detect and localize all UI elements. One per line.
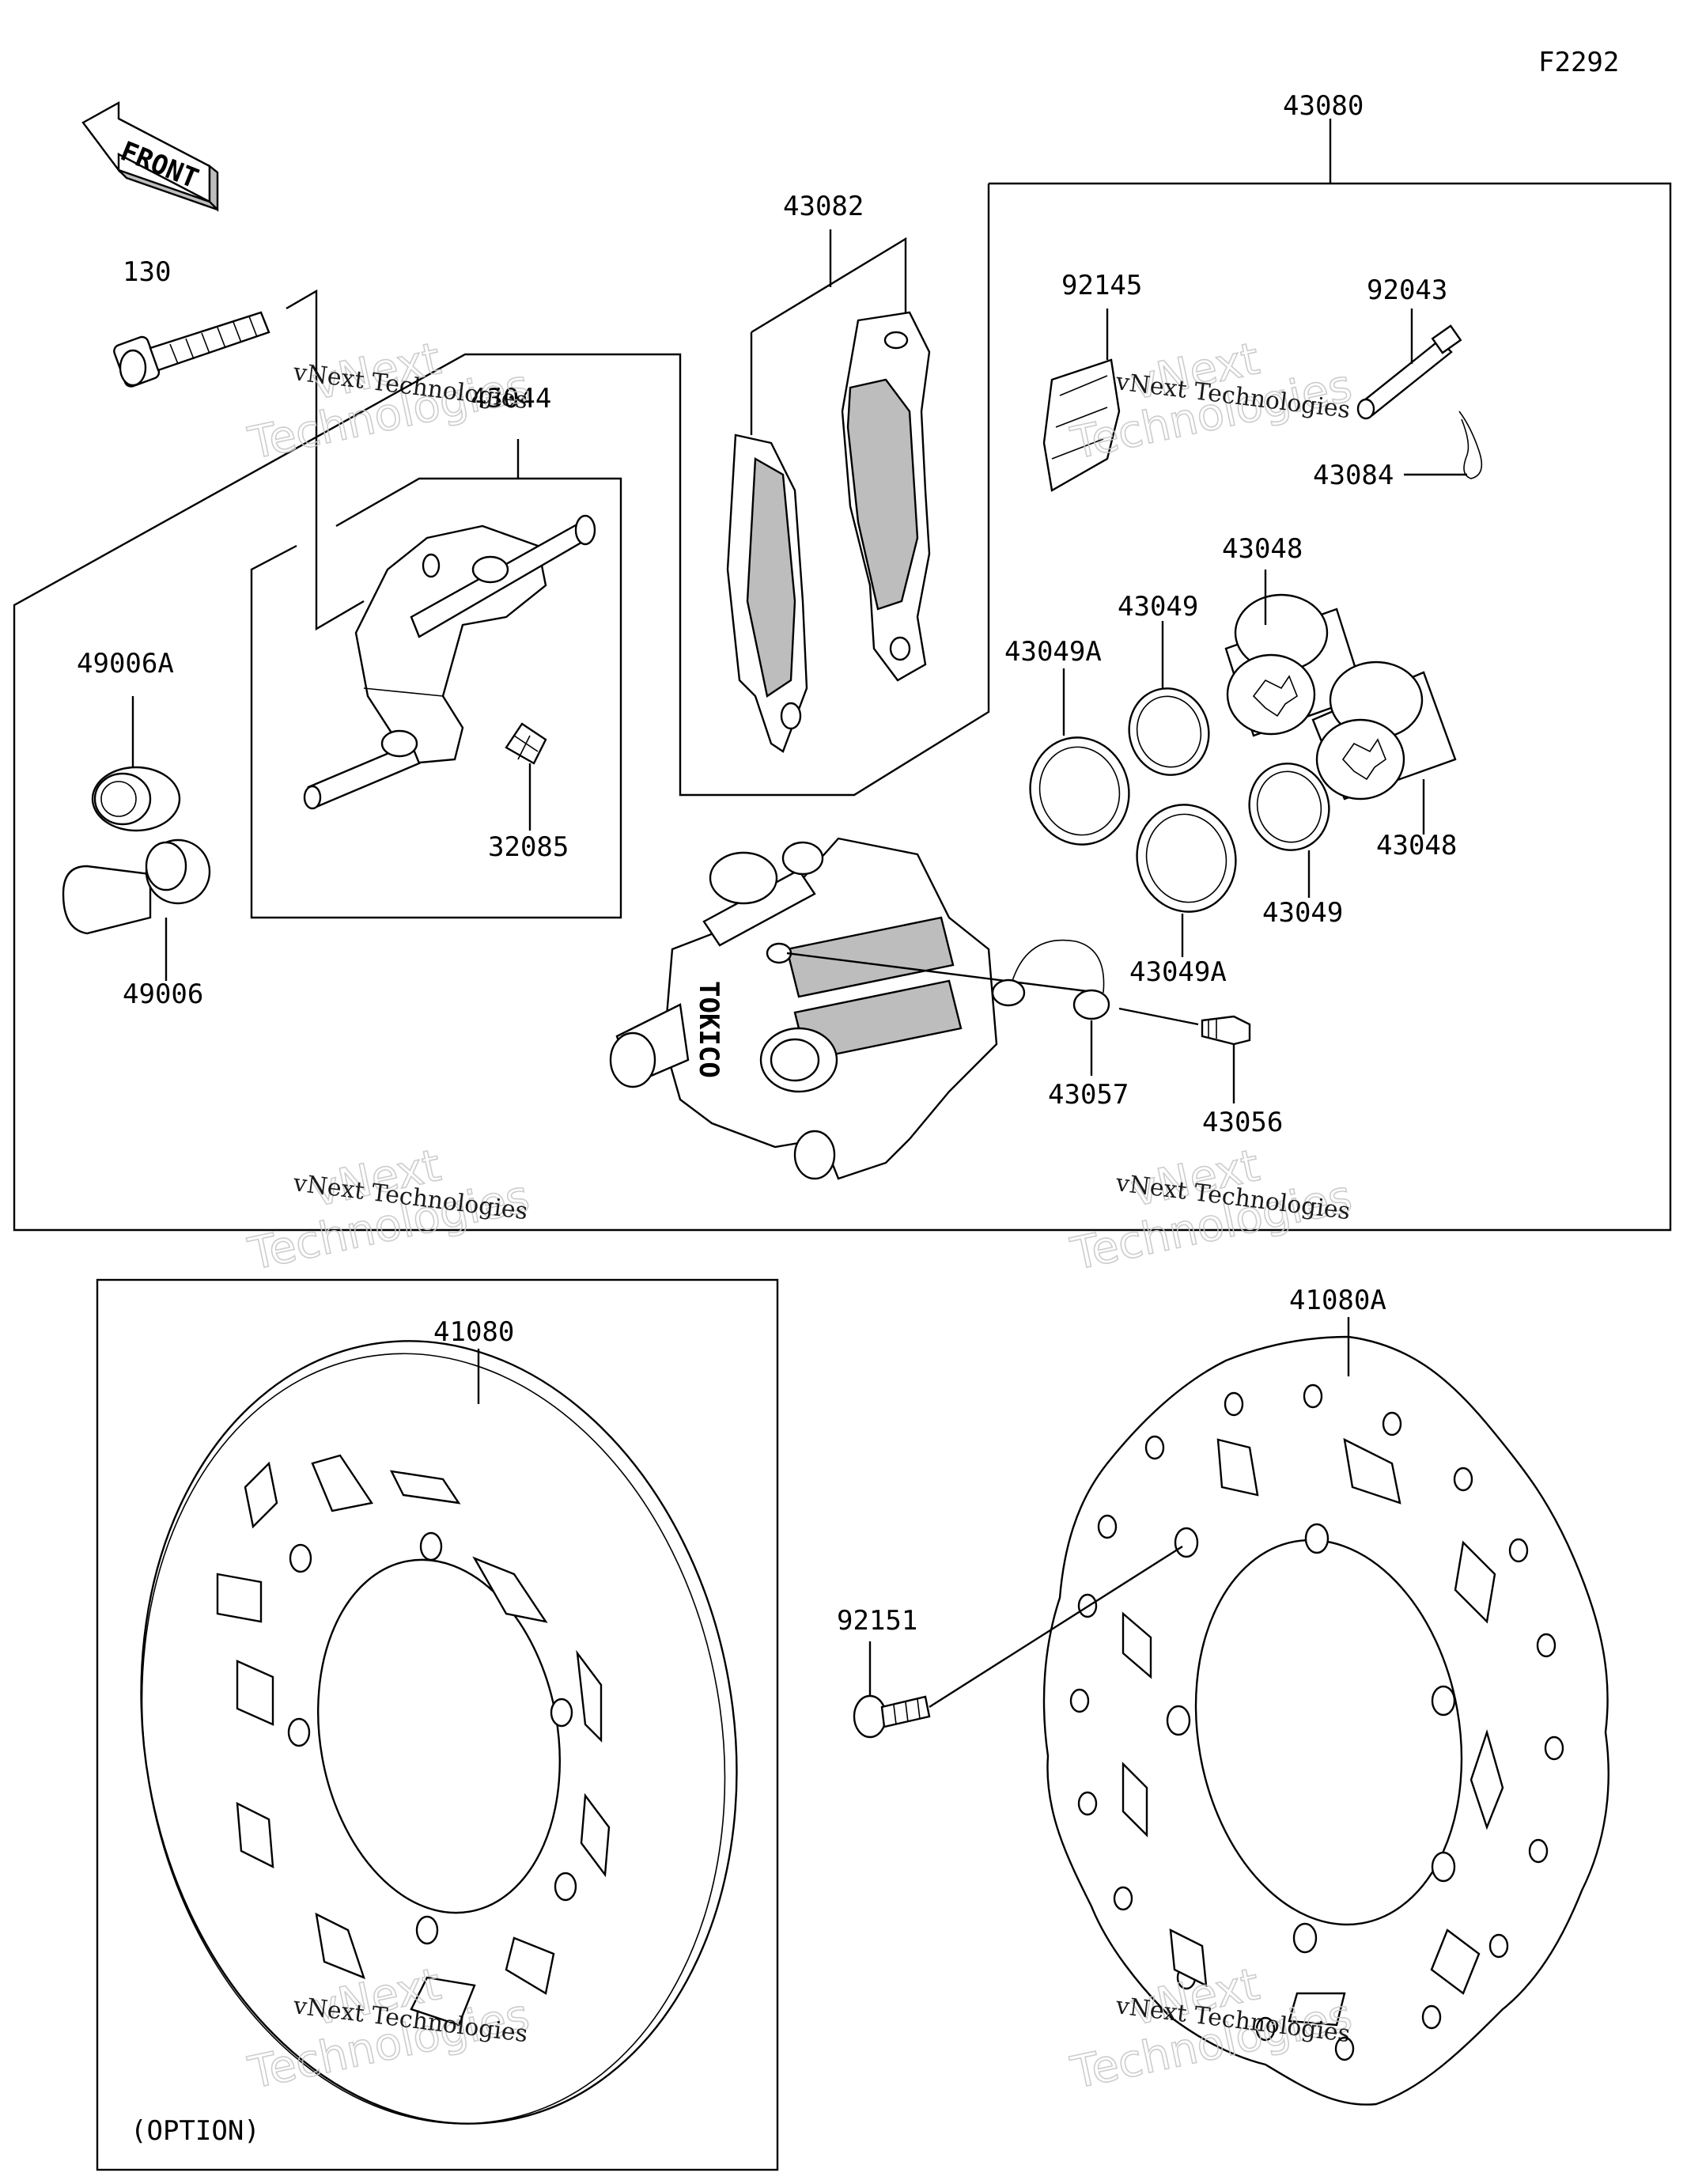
label-43056: 43056: [1202, 1107, 1283, 1138]
label-43049-b: 43049: [1262, 897, 1343, 929]
label-43049-a: 43049: [1118, 591, 1198, 623]
caliper-body: TOKICO: [609, 837, 1100, 1180]
label-43080: 43080: [1283, 90, 1364, 122]
label-92043: 92043: [1367, 274, 1447, 306]
label-43044: 43044: [471, 383, 551, 414]
disc-screw-92151: [853, 1545, 1183, 1739]
label-130: 130: [123, 256, 171, 288]
bracket-frame: [250, 477, 622, 919]
caliper-assembly-frame: [13, 182, 1672, 1232]
label-92145: 92145: [1061, 270, 1142, 301]
clip-32085: [505, 722, 547, 831]
pad-pin-92043: [1356, 308, 1462, 420]
clip-43084: [1404, 411, 1483, 479]
label-49006A: 49006A: [77, 648, 174, 679]
brake-disc-41080: [140, 1340, 738, 2125]
pin-49006: [62, 838, 211, 981]
option-disc-frame: [96, 1278, 779, 2171]
option-label: (OPTION): [130, 2115, 260, 2147]
bleeder-cap-43057: [991, 939, 1110, 1076]
piston-43048-a: [1224, 570, 1366, 737]
label-43049A-b: 43049A: [1129, 956, 1227, 988]
label-41080: 41080: [433, 1316, 514, 1348]
label-43082: 43082: [783, 191, 864, 222]
label-43048-b: 43048: [1376, 830, 1457, 861]
label-43084: 43084: [1313, 460, 1394, 491]
label-43048-a: 43048: [1222, 533, 1303, 565]
seal-43049-b: [1248, 763, 1330, 898]
pad-spring-92145: [1042, 308, 1121, 492]
figure-code: F2292: [1538, 47, 1619, 78]
seal-43049-a: [1128, 621, 1210, 776]
label-92151: 92151: [837, 1605, 917, 1637]
brake-disc-41080A: [1042, 1317, 1609, 2106]
label-32085: 32085: [488, 831, 569, 863]
label-49006: 49006: [123, 978, 203, 1010]
bolt-130: [113, 311, 270, 388]
seal-43049A-b: [1136, 804, 1237, 957]
label-41080A: 41080A: [1289, 1285, 1386, 1316]
label-43049A-a: 43049A: [1004, 636, 1102, 668]
front-arrow-icon: FRONT: [81, 100, 219, 212]
piston-43048-b: [1311, 660, 1457, 835]
caliper-bracket: [303, 514, 596, 810]
boot-49006A: [91, 696, 181, 832]
seal-43049A-a: [1029, 668, 1130, 846]
brake-pad-left: [726, 433, 808, 753]
brake-pad-right: [841, 311, 931, 682]
bleeder-valve-43056: [1118, 1007, 1251, 1103]
label-43057: 43057: [1048, 1079, 1129, 1111]
caliper-brand: TOKICO: [693, 981, 724, 1078]
